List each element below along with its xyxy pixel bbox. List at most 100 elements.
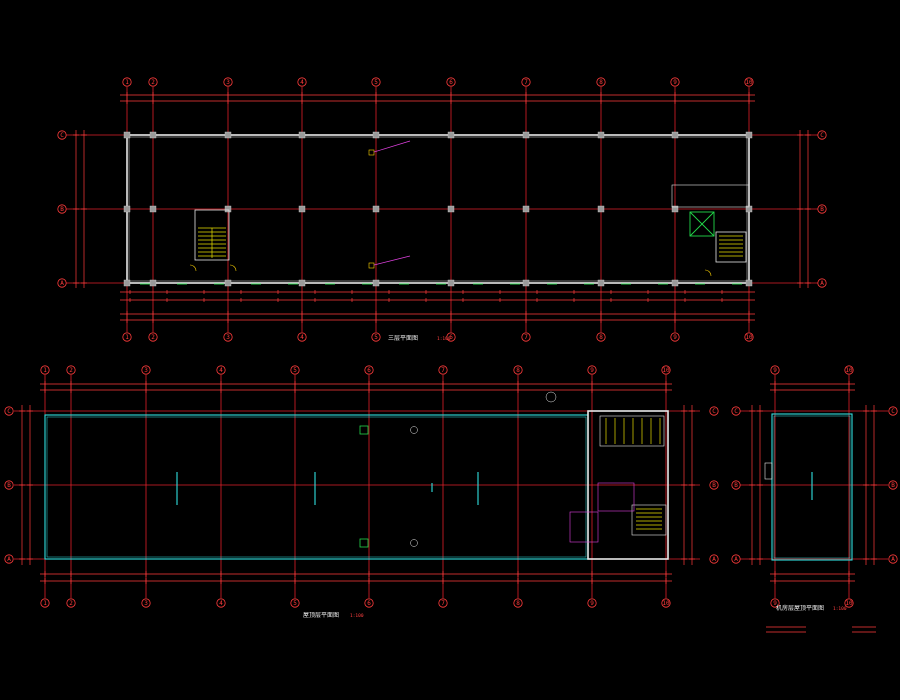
top-column xyxy=(522,279,530,287)
top-axis-y-left-A-bubble xyxy=(57,278,67,288)
top-axis-x-top-3-bubble xyxy=(223,77,233,87)
br-axis-x-bottom-10-bubble xyxy=(844,598,854,608)
bl-axis-y-left-B-bubble xyxy=(4,480,14,490)
bl-axis-x-bottom-10-label: 10 xyxy=(662,600,670,607)
top-column xyxy=(522,205,530,213)
top-axis-x-bottom-7-bubble xyxy=(521,332,531,342)
top-axis-x-bottom-1-label: 1 xyxy=(125,334,129,341)
top-column xyxy=(123,131,131,139)
top-column xyxy=(447,205,455,213)
bl-roof-outline xyxy=(44,414,589,560)
top-axis-y-left-C-label: C xyxy=(60,132,64,139)
top-leader-1 xyxy=(373,140,411,153)
top-elevator xyxy=(689,211,715,237)
top-axis-x-top-1-bubble xyxy=(122,77,132,87)
bl-axis-x-bottom-3-label: 3 xyxy=(144,600,148,607)
top-axis-x-top-5-label: 5 xyxy=(374,79,378,86)
top-axis-x-bottom-9-label: 9 xyxy=(673,334,677,341)
br-roof-hatch xyxy=(764,462,773,480)
bl-axis-x-top-8-label: 8 xyxy=(516,367,520,374)
top-axis-y-right-B-label: B xyxy=(820,206,824,213)
dimension-layer xyxy=(19,92,877,584)
plan-top-title: 三层平面图 xyxy=(388,335,418,342)
top-axis-x-bottom-8-bubble xyxy=(596,332,606,342)
br-axis-y-right-C-label: C xyxy=(891,408,895,415)
bl-axis-y-left-B-label: B xyxy=(7,482,11,489)
bl-axis-x-top-4-bubble xyxy=(216,365,226,375)
bl-axis-y-right-C-bubble xyxy=(709,406,719,416)
plan-bottom-right-scale: 1:100 xyxy=(833,606,847,612)
plan-bottom-left-scale: 1:100 xyxy=(350,613,364,619)
top-column xyxy=(447,279,455,287)
bl-axis-y-left-A-bubble xyxy=(4,554,14,564)
bl-axis-x-bottom-1-bubble xyxy=(40,598,50,608)
top-axis-x-bottom-3-label: 3 xyxy=(226,334,230,341)
bl-detail-ref-0 xyxy=(410,426,418,434)
top-axis-x-top-7-bubble xyxy=(521,77,531,87)
bl-machine-room xyxy=(587,410,669,560)
top-column xyxy=(447,131,455,139)
bl-axis-x-bottom-1-label: 1 xyxy=(43,600,47,607)
top-door-0 xyxy=(189,264,197,272)
bl-axis-x-top-4-label: 4 xyxy=(219,367,223,374)
top-column xyxy=(745,279,753,287)
detail-layer xyxy=(140,140,876,633)
bl-axis-x-bottom-7-label: 7 xyxy=(441,600,445,607)
bl-axis-x-top-2-bubble xyxy=(66,365,76,375)
bl-drain-1 xyxy=(359,538,369,548)
top-axis-x-top-2-bubble xyxy=(148,77,158,87)
top-column xyxy=(745,131,753,139)
br-axis-y-left-B-bubble xyxy=(731,480,741,490)
br-axis-x-top-10-bubble xyxy=(844,365,854,375)
top-axis-y-right-B-bubble xyxy=(817,204,827,214)
bl-axis-x-bottom-5-label: 5 xyxy=(293,600,297,607)
top-elevator-x2 xyxy=(689,211,715,237)
top-axis-x-bottom-7-label: 7 xyxy=(524,334,528,341)
bl-stair-top-frame xyxy=(599,415,665,447)
top-axis-x-top-8-bubble xyxy=(596,77,606,87)
bl-axis-x-bottom-5-bubble xyxy=(290,598,300,608)
top-column xyxy=(224,205,232,213)
bl-axis-x-bottom-8-label: 8 xyxy=(516,600,520,607)
top-axis-x-top-4-label: 4 xyxy=(300,79,304,86)
top-axis-y-right-C-bubble xyxy=(817,130,827,140)
br-axis-y-left-A-bubble xyxy=(731,554,741,564)
top-column xyxy=(149,279,157,287)
bl-axis-y-right-B-label: B xyxy=(712,482,716,489)
top-column xyxy=(224,131,232,139)
top-axis-x-top-2-label: 2 xyxy=(151,79,155,86)
top-axis-x-top-10-bubble xyxy=(744,77,754,87)
top-column xyxy=(671,205,679,213)
top-axis-x-top-6-label: 6 xyxy=(449,79,453,86)
top-axis-y-left-A-label: A xyxy=(60,280,64,287)
top-column xyxy=(372,279,380,287)
top-axis-x-bottom-5-label: 5 xyxy=(374,334,378,341)
top-axis-x-bottom-5-bubble xyxy=(371,332,381,342)
bl-axis-x-bottom-9-label: 9 xyxy=(590,600,594,607)
top-axis-x-bottom-3-bubble xyxy=(223,332,233,342)
top-column xyxy=(298,205,306,213)
bl-axis-x-top-7-bubble xyxy=(438,365,448,375)
br-axis-x-top-9-bubble xyxy=(770,365,780,375)
top-column xyxy=(149,131,157,139)
top-column xyxy=(149,205,157,213)
bl-drain-0 xyxy=(359,425,369,435)
bl-axis-x-top-5-bubble xyxy=(290,365,300,375)
top-column xyxy=(522,131,530,139)
top-door-1 xyxy=(229,264,237,272)
top-right-room xyxy=(671,184,750,208)
top-column xyxy=(224,279,232,287)
bl-axis-x-top-2-label: 2 xyxy=(69,367,73,374)
axis-grid-layer xyxy=(14,87,888,598)
top-column xyxy=(671,279,679,287)
top-column xyxy=(597,205,605,213)
top-axis-x-bottom-4-label: 4 xyxy=(300,334,304,341)
top-leader-2 xyxy=(373,255,411,266)
top-axis-x-top-1-label: 1 xyxy=(125,79,129,86)
top-axis-y-left-B-bubble xyxy=(57,204,67,214)
br-axis-y-right-B-label: B xyxy=(891,482,895,489)
top-axis-y-right-A-label: A xyxy=(820,280,824,287)
top-axis-x-bottom-8-label: 8 xyxy=(599,334,603,341)
bl-axis-x-bottom-8-bubble xyxy=(513,598,523,608)
top-axis-x-bottom-6-label: 6 xyxy=(449,334,453,341)
